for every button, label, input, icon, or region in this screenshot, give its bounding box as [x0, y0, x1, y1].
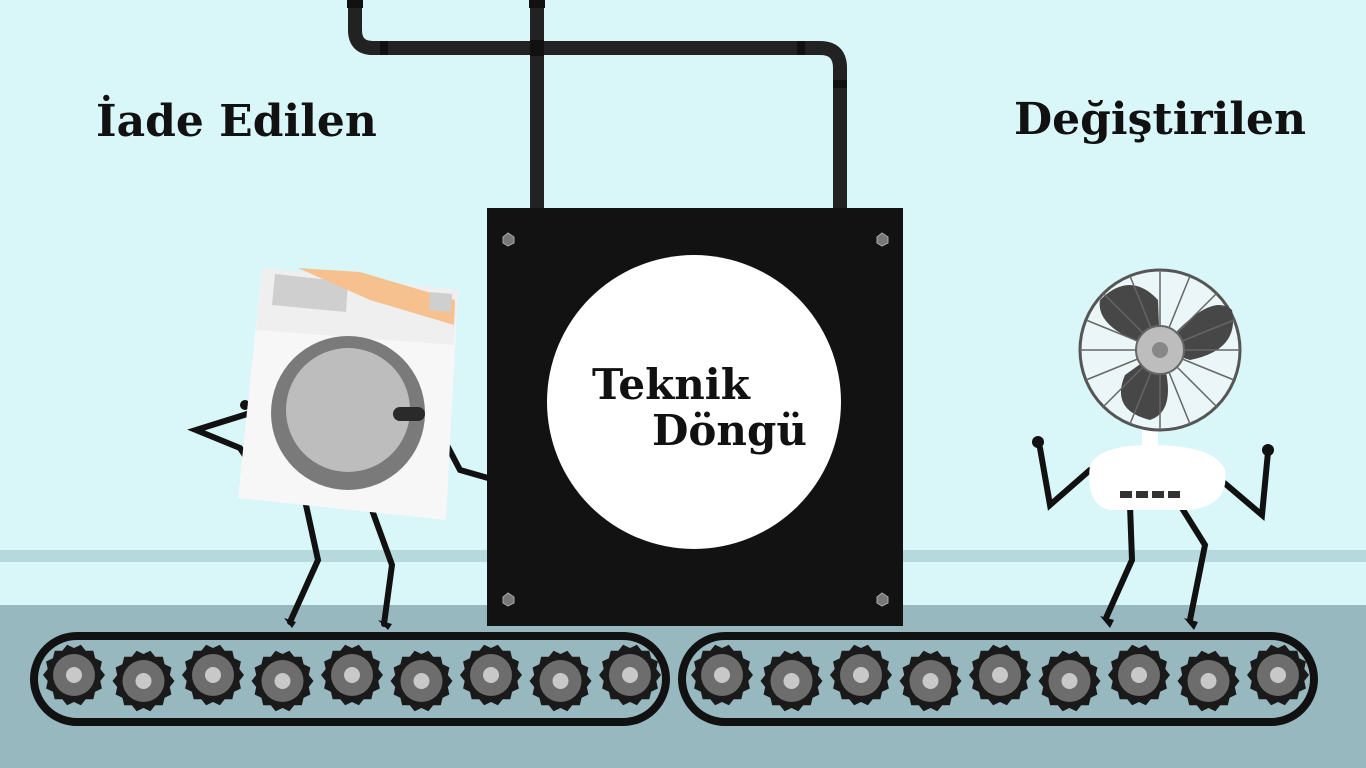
bolt-icon	[876, 592, 889, 607]
gear-icon	[182, 644, 244, 706]
fan-icon	[1032, 268, 1274, 630]
bolt-icon	[876, 232, 889, 247]
bolt-icon	[502, 592, 515, 607]
gear-icon	[1038, 650, 1101, 712]
gear-icon	[599, 644, 661, 706]
washing-machine-icon	[187, 268, 491, 630]
gear-icon	[251, 650, 314, 712]
conveyor-belt-right	[678, 632, 1318, 726]
gear-icon	[1177, 650, 1240, 712]
machine-title: Teknik Döngü	[592, 362, 807, 454]
gear-icon	[969, 644, 1031, 706]
gear-icon	[830, 644, 892, 706]
gear-icon	[321, 644, 383, 706]
gear-icon	[1247, 644, 1309, 706]
gear-icon	[760, 650, 823, 712]
gear-icon	[390, 650, 453, 712]
pipes	[348, 0, 847, 222]
conveyor-belt-left	[30, 632, 670, 726]
replaced-label: Değiştirilen	[1014, 94, 1307, 145]
gear-icon	[1108, 644, 1170, 706]
gear-icon	[43, 644, 105, 706]
returned-label: İade Edilen	[96, 96, 377, 147]
machine-title-line1: Teknik	[592, 360, 750, 409]
gear-icon	[529, 650, 592, 712]
gear-icon	[691, 644, 753, 706]
gear-icon	[112, 650, 175, 712]
gear-icon	[460, 644, 522, 706]
technical-machine	[487, 208, 903, 626]
machine-porthole	[547, 255, 841, 549]
pipe-joints	[347, 0, 847, 88]
gear-icon	[899, 650, 962, 712]
machine-title-line2: Döngü	[652, 406, 807, 455]
bolt-icon	[502, 232, 515, 247]
